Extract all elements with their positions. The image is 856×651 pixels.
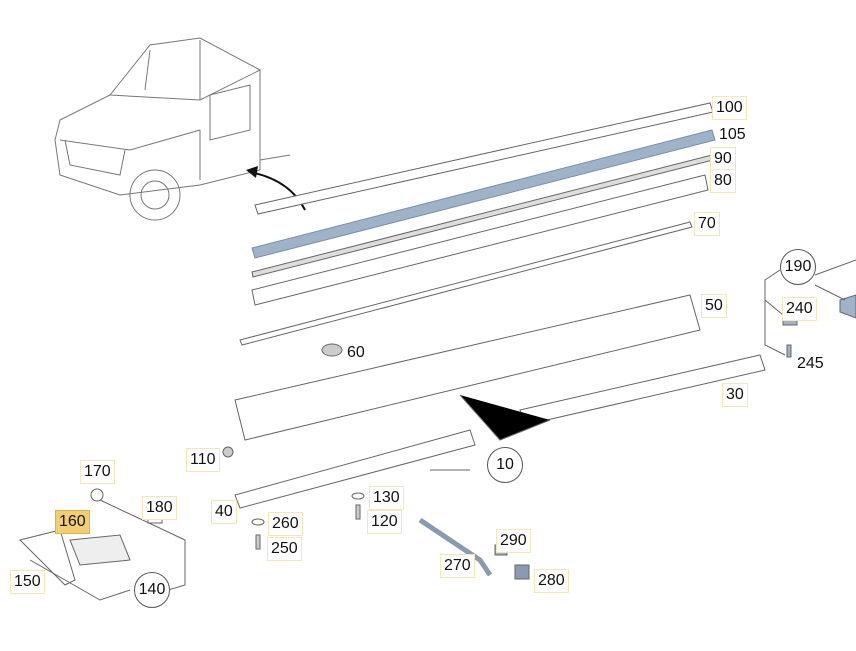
- callout-180[interactable]: 180: [142, 496, 177, 520]
- callout-40[interactable]: 40: [211, 500, 237, 524]
- callout-60[interactable]: 60: [347, 344, 365, 361]
- callout-70[interactable]: 70: [694, 212, 720, 236]
- callout-100[interactable]: 100: [712, 96, 747, 120]
- callout-160[interactable]: 160: [55, 510, 90, 534]
- callout-290[interactable]: 290: [496, 529, 531, 553]
- callout-245[interactable]: 245: [797, 355, 824, 372]
- callout-50[interactable]: 50: [701, 294, 727, 318]
- rails: [234, 102, 766, 509]
- callout-130[interactable]: 130: [369, 486, 404, 510]
- callout-110[interactable]: 110: [186, 448, 220, 472]
- callout-140[interactable]: 140: [134, 572, 170, 608]
- callout-260[interactable]: 260: [268, 512, 303, 536]
- callout-250[interactable]: 250: [267, 537, 302, 561]
- callout-190[interactable]: 190: [780, 249, 816, 285]
- callout-80[interactable]: 80: [710, 169, 736, 193]
- callout-170[interactable]: 170: [80, 460, 115, 484]
- callout-280[interactable]: 280: [534, 569, 569, 593]
- callout-240[interactable]: 240: [782, 297, 817, 321]
- arrow-pointer: [249, 171, 306, 211]
- leader-lines: [29, 259, 856, 601]
- callout-105[interactable]: 105: [719, 126, 746, 143]
- callout-10[interactable]: 10: [487, 447, 523, 483]
- callout-270[interactable]: 270: [440, 554, 475, 578]
- callout-120[interactable]: 120: [367, 510, 402, 534]
- callout-90[interactable]: 90: [710, 147, 736, 171]
- callout-30[interactable]: 30: [722, 383, 748, 407]
- callout-150[interactable]: 150: [10, 570, 45, 594]
- vehicle-outline: [54, 37, 291, 221]
